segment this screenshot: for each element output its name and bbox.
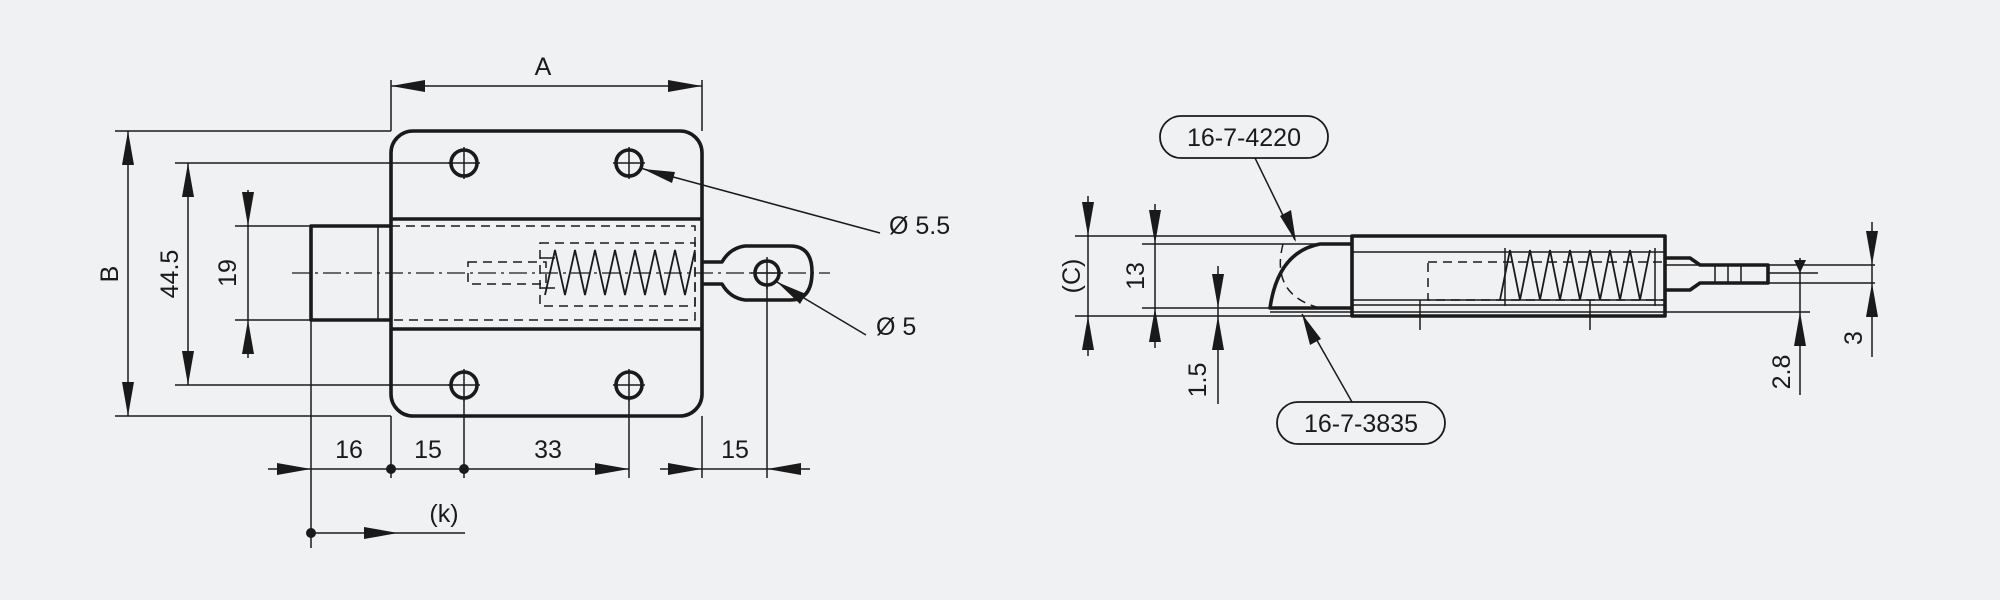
dimension-15-label: 15 (414, 436, 442, 464)
side-spring (1499, 249, 1651, 301)
dimension-3-label: 3 (1840, 331, 1868, 345)
side-housing (1350, 234, 1667, 318)
pin-hidden (467, 261, 547, 285)
dimension-k-label: (k) (429, 500, 458, 528)
dimension-44-5-label: 44.5 (156, 250, 184, 299)
dimension-2-8: 2.8 (1768, 258, 1806, 395)
callout-16-7-4220: 16-7-4220 (1159, 115, 1329, 242)
dimension-c: (C) (1058, 196, 1352, 356)
dimension-13-label: 13 (1122, 262, 1150, 290)
dimension-c-label: (C) (1058, 259, 1086, 294)
dimension-13: 13 (1122, 204, 1320, 348)
dimension-19-label: 19 (214, 259, 242, 287)
side-shaft (1665, 256, 1770, 292)
dimension-k: (k) (306, 500, 465, 539)
callout-16-7-3835: 16-7-3835 (1276, 313, 1446, 445)
dimension-3: 3 (1840, 222, 1878, 357)
dimension-b-label: B (96, 266, 124, 283)
dimension-19: 19 (214, 190, 311, 358)
dimension-44-5: 44.5 (156, 162, 451, 386)
leader-hole-5-5: Ø 5.5 (639, 167, 950, 240)
front-view: A B 44.5 19 (96, 53, 950, 548)
side-pin-hidden (1427, 261, 1666, 301)
dimension-2-8-label: 2.8 (1768, 355, 1796, 390)
bolt-head (309, 224, 391, 322)
hole-5-label: Ø 5 (876, 313, 916, 341)
bottom-dimensions: 16 15 33 15 (268, 285, 810, 548)
plunger-eye (702, 244, 814, 302)
hole-5-5-label: Ø 5.5 (889, 212, 950, 240)
callout-box-bottom (1276, 401, 1446, 445)
dimension-16-label: 16 (335, 436, 363, 464)
dimension-1-5-label: 1.5 (1184, 363, 1212, 398)
spring-chamber-hidden (539, 242, 696, 307)
side-view: (C) 13 1.5 2.8 (1058, 115, 1878, 445)
dimension-33-label: 33 (534, 436, 562, 464)
dimension-b: B (96, 130, 391, 417)
callout-box-top (1159, 115, 1329, 159)
leader-hole-5: Ø 5 (776, 281, 916, 341)
callout-bottom-label: 16-7-3835 (1304, 410, 1418, 438)
dimension-a-label: A (535, 53, 552, 81)
dimension-1-5: 1.5 (1184, 266, 1224, 404)
dimension-a: A (390, 53, 703, 131)
dimension-15-right-label: 15 (721, 436, 749, 464)
callout-top-label: 16-7-4220 (1187, 124, 1301, 152)
